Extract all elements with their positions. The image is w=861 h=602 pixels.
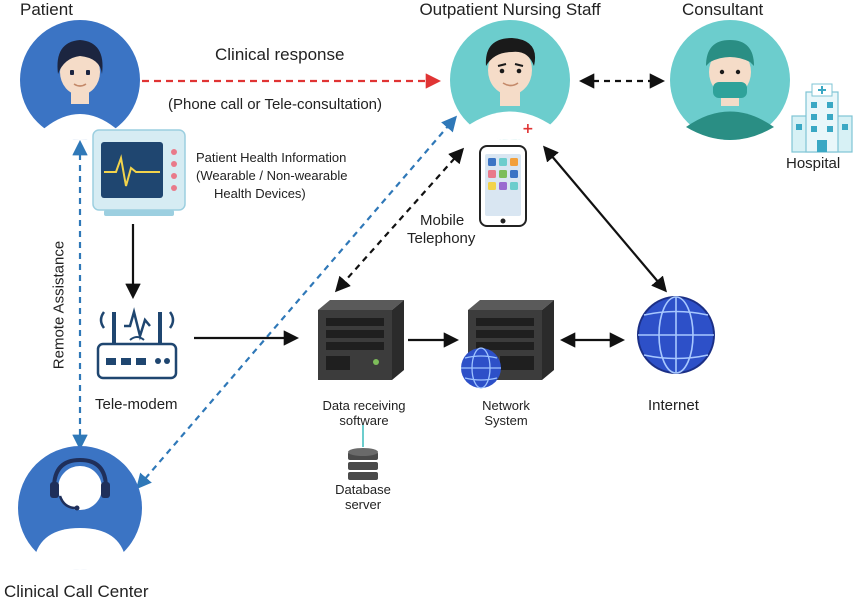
- data-software-line1: Data receiving: [322, 398, 406, 413]
- mobile-label-line2: Telephony: [407, 230, 476, 247]
- hospital-label: Hospital: [786, 155, 841, 172]
- response-channel-label: (Phone call or Tele-consultation): [168, 96, 383, 113]
- clinical-response-label: Clinical response: [215, 45, 345, 64]
- consultant-label: Consultant: [682, 0, 764, 19]
- headset-avatar: [18, 446, 142, 570]
- call-center-label: Clinical Call Center: [4, 582, 149, 601]
- server-icon: [318, 300, 404, 380]
- smartphone-icon: [479, 145, 527, 227]
- globe-icon: [637, 296, 715, 374]
- patient-avatar: [20, 20, 140, 140]
- health-info-line1: Patient Health Information: [196, 150, 347, 165]
- database-line2: server: [344, 497, 382, 512]
- mobile-label-line1: Mobile: [420, 212, 465, 229]
- network-line1: Network: [482, 398, 530, 413]
- patient-label: Patient: [20, 0, 73, 19]
- nurse-internet-arrow: [543, 145, 667, 293]
- network-globe-icon: [461, 347, 501, 389]
- svg-text:+: +: [522, 121, 534, 137]
- consultant-avatar: [670, 20, 790, 140]
- mobile-software-arrow: [334, 147, 465, 293]
- callcenter-nurse-arrow: [135, 115, 458, 490]
- data-software-line2: software: [339, 413, 389, 428]
- connectors: [72, 73, 667, 490]
- database-line1: Database: [335, 482, 391, 497]
- monitor-icon: [92, 129, 186, 216]
- tele-modem-label: Tele-modem: [95, 396, 178, 413]
- nurse-avatar: +: [450, 20, 570, 140]
- hospital-icon: [791, 83, 853, 153]
- remote-assistance-label: Remote Assistance: [50, 240, 68, 370]
- remote-assistance-wrap: Remote Assistance: [49, 230, 69, 380]
- database-icon: [348, 448, 378, 480]
- router-icon: [96, 307, 178, 380]
- network-line2: System: [484, 413, 528, 428]
- outpatient-staff-label: Outpatient Nursing Staff: [419, 0, 601, 19]
- health-info-line3: Health Devices): [214, 186, 306, 201]
- health-info-line2: (Wearable / Non-wearable: [196, 168, 348, 183]
- internet-label: Internet: [648, 397, 699, 414]
